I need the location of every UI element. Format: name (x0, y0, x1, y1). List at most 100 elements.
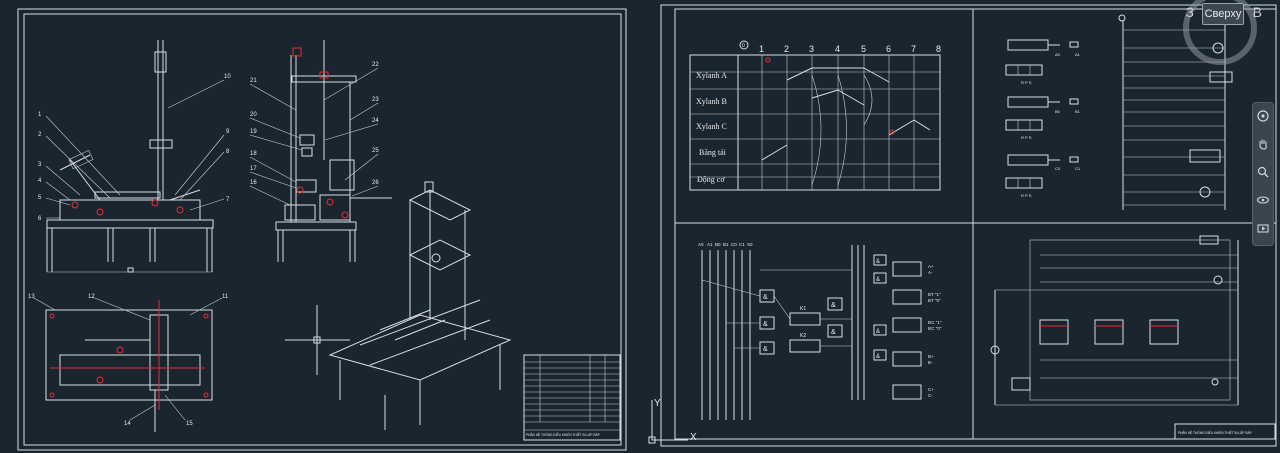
logic-output-label: A+ (928, 264, 934, 269)
steering-wheel-icon[interactable] (1256, 109, 1270, 123)
left-sheet: 1 2 3 4 5 6 7 8 9 10 (17, 8, 627, 451)
zoom-icon[interactable] (1256, 165, 1270, 179)
logic-input-label: S0 (747, 242, 753, 247)
part-number: 5 (38, 195, 42, 201)
part-number: 9 (226, 129, 230, 135)
memory-label: K2 (800, 333, 806, 339)
part-number: 10 (224, 74, 231, 80)
compass-east-label[interactable]: В (1252, 4, 1262, 20)
and-gate-label: & (831, 302, 836, 309)
part-number: 15 (186, 421, 193, 427)
part-number: 2 (38, 132, 42, 138)
logic-output-label: C- (928, 393, 933, 398)
title-block-text: PHẦN HỆ THỐNG ĐIỀU KHIỂN THIẾT BỊ LẮP RÁ… (526, 432, 600, 437)
part-callouts: 1 2 3 4 5 6 7 8 9 10 (38, 74, 231, 222)
valve-ports: R P S (1021, 135, 1032, 140)
top-view-assembly: 13 12 11 14 15 (28, 294, 229, 432)
viewcube-top-face[interactable]: Сверху (1202, 3, 1244, 25)
ucs-icon: Y X (648, 398, 697, 444)
cursor-crosshair (285, 305, 350, 375)
timing-diagram: 0 1 2 3 4 5 6 7 8 Xylanh A Xylanh B Xyla… (689, 40, 941, 191)
logic-gate-diagram: A0 A1 B0 B1 C0 C1 S0 & & & & & K1 K2 (698, 242, 942, 420)
part-number: 26 (372, 180, 379, 186)
timing-step-label: 5 (861, 44, 866, 54)
timing-step-label: 4 (835, 44, 840, 54)
showmotion-icon[interactable] (1256, 221, 1270, 235)
sensor-label: A0 (1055, 52, 1061, 57)
and-gate-label: & (876, 259, 880, 265)
compass-west-label[interactable]: З (1185, 4, 1194, 20)
and-gate-label: & (763, 346, 768, 353)
part-number: 23 (372, 97, 379, 103)
part-number: 19 (250, 129, 257, 135)
timing-step-label: 0 (742, 43, 745, 49)
and-gate-label: & (876, 277, 880, 283)
part-number: 13 (28, 294, 35, 300)
logic-input-label: A0 (698, 242, 704, 247)
part-number: 25 (372, 148, 379, 154)
pan-icon[interactable] (1256, 137, 1270, 151)
part-number: 18 (250, 151, 257, 157)
timing-step-label: 2 (784, 44, 789, 54)
timing-step-label: 6 (886, 44, 891, 54)
part-number: 7 (226, 197, 230, 203)
sensor-label: B0 (1055, 109, 1061, 114)
memory-label: K1 (800, 306, 806, 312)
navigation-bar[interactable] (1252, 102, 1274, 246)
timing-row-label: Xylanh B (696, 97, 727, 106)
timing-row-label: Xylanh A (696, 71, 727, 80)
logic-input-label: A1 (707, 242, 713, 247)
ucs-x-label: X (690, 432, 697, 443)
logic-output-label: BT "0" (928, 298, 941, 303)
viewcube-compass[interactable] (1183, 0, 1257, 65)
logic-input-label: C1 (739, 242, 745, 247)
part-number: 16 (250, 180, 257, 186)
logic-output-label: ĐC "1" (928, 320, 942, 325)
timing-row-label: Xylanh C (696, 122, 727, 131)
part-number: 24 (372, 118, 379, 124)
side-view-assembly: 21 20 19 18 17 16 22 23 24 25 26 (249, 40, 392, 262)
timing-row-label: Băng tải (699, 148, 727, 157)
sensor-label: A1 (1075, 52, 1081, 57)
orbit-icon[interactable] (1256, 193, 1270, 207)
part-number: 6 (38, 216, 42, 222)
part-number: 17 (250, 166, 257, 172)
right-sheet: 0 1 2 3 4 5 6 7 8 Xylanh A Xylanh B Xyla… (648, 4, 1277, 447)
timing-row-label: Động cơ (697, 175, 725, 184)
logic-output-label: BT "1" (928, 292, 941, 297)
and-gate-label: & (876, 354, 880, 360)
and-gate-label: & (876, 329, 880, 335)
relay-ladder-diagram (1118, 14, 1233, 210)
part-number: 4 (38, 178, 42, 184)
valve-ports: R P S (1021, 80, 1032, 85)
and-gate-label: & (763, 294, 768, 301)
timing-step-label: 7 (911, 44, 916, 54)
part-number: 12 (88, 294, 95, 300)
logic-output-label: B+ (928, 354, 934, 359)
front-view-assembly (46, 40, 214, 273)
part-number: 20 (250, 112, 257, 118)
ucs-y-label: Y (654, 398, 661, 409)
logic-output-label: A- (928, 270, 933, 275)
logic-input-label: C0 (731, 242, 737, 247)
right-title-block: PHẦN HỆ THỐNG ĐIỀU KHIỂN THIẾT BỊ LẮP RÁ… (1174, 423, 1276, 440)
part-number: 14 (124, 421, 131, 427)
part-number: 8 (226, 149, 230, 155)
viewcube-face-label: Сверху (1204, 8, 1242, 20)
valve-ports: R P S (1021, 193, 1032, 198)
part-number: 3 (38, 162, 42, 168)
part-number: 11 (222, 294, 229, 300)
logic-output-label: ĐC "0" (928, 326, 942, 331)
pneumatic-circuit: A0 A1 B0 B1 C0 C1 R P S R P S R P S (1005, 39, 1081, 198)
sensor-label: B1 (1075, 109, 1081, 114)
logic-output-label: C+ (928, 387, 934, 392)
title-block-text: PHẦN HỆ THỐNG ĐIỀU KHIỂN THIẾT BỊ LẮP RÁ… (1178, 430, 1252, 435)
and-gate-label: & (831, 329, 836, 336)
timing-step-label: 8 (936, 44, 941, 54)
logic-input-label: B1 (723, 242, 729, 247)
and-gate-label: & (763, 321, 768, 328)
isometric-assembly (328, 181, 512, 430)
part-number: 1 (38, 112, 42, 118)
